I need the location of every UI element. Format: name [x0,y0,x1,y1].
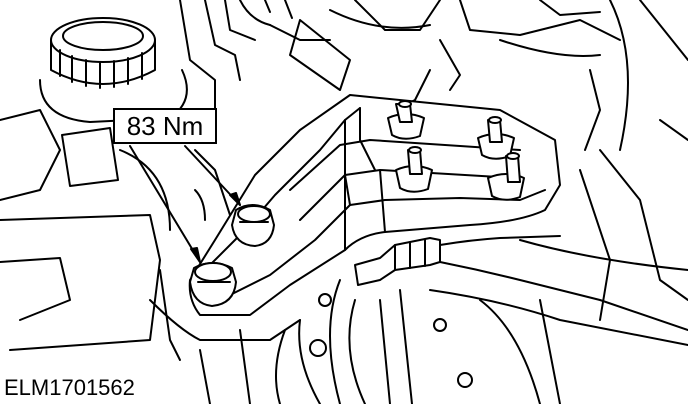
torque-bolts [189,204,275,307]
nut-lower-left [395,146,433,193]
hose-connector [354,235,688,346]
bolt-upper [231,204,275,247]
leader-lines [129,145,241,263]
reference-code: ELM1701562 [4,375,135,400]
pulley-assembly [275,0,688,404]
nut-lower-right [487,152,525,201]
wiring-harness [204,0,629,151]
lower-left-structure [149,269,301,404]
nut-upper-left [387,100,425,140]
engine-block-left [0,0,231,351]
bracket-nuts [387,100,525,201]
nut-upper-right [477,116,515,160]
reservoir-cap [39,17,188,123]
torque-label: 83 Nm [113,108,217,144]
bolt-lower [189,262,237,307]
